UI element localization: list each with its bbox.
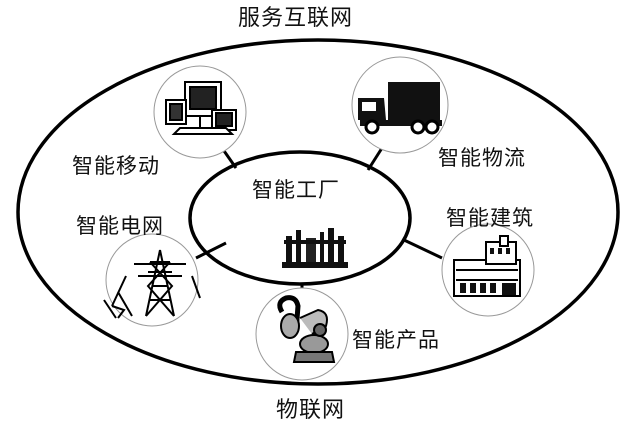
devices-icon (165, 81, 237, 135)
node-label-logistics: 智能物流 (438, 146, 526, 170)
connectors (195, 147, 443, 296)
robot-arm-icon (277, 295, 336, 363)
node-label-grid: 智能电网 (76, 214, 164, 238)
outer-ring (16, 38, 620, 386)
inner-ring (188, 150, 412, 286)
connector-logistics (366, 147, 384, 171)
bottom-label: 物联网 (276, 398, 346, 423)
truck-icon (358, 82, 442, 135)
node-label-mobile: 智能移动 (72, 154, 160, 178)
center-label: 智能工厂 (252, 178, 340, 202)
factory-icon (282, 228, 348, 268)
node-label-product: 智能产品 (352, 328, 440, 352)
outer-label: 服务互联网 (238, 6, 354, 31)
connector-grid (195, 241, 227, 260)
building-icon (453, 235, 521, 297)
node-circle-grid (105, 233, 199, 327)
node-circle-product (255, 287, 349, 381)
connector-building (403, 238, 443, 260)
power-tower-icon (103, 249, 201, 319)
node-label-building: 智能建筑 (446, 206, 534, 230)
